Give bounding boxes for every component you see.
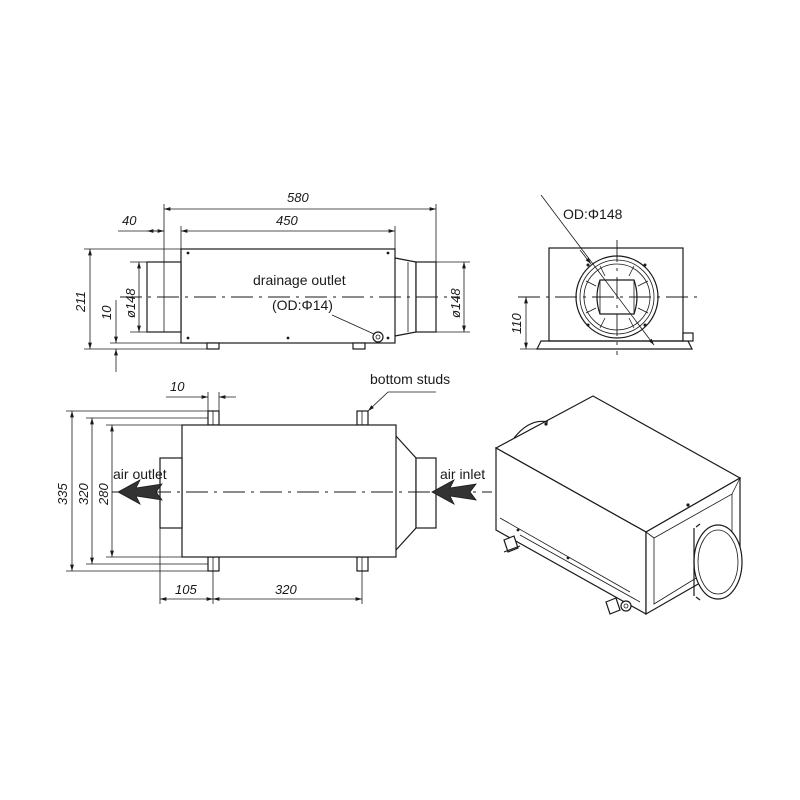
dim-105: 105 xyxy=(175,582,197,597)
dim-40: 40 xyxy=(122,213,137,228)
dim-right-diameter: ø148 xyxy=(448,288,463,318)
air-outlet-arrow-icon xyxy=(117,479,163,505)
dim-10-height: 10 xyxy=(99,305,114,320)
air-inlet-label: air inlet xyxy=(440,466,485,482)
iso-drain-outlet xyxy=(620,600,632,612)
iso-outlet-collar xyxy=(693,524,743,600)
isometric-view xyxy=(494,395,743,616)
dim-320-horizontal: 320 xyxy=(275,582,297,597)
dim-left-diameter: ø148 xyxy=(123,288,138,318)
dim-stud-width: 10 xyxy=(170,379,185,394)
drainage-outlet-od: (OD:Φ14) xyxy=(272,297,333,313)
dim-335: 335 xyxy=(55,483,70,505)
air-outlet-label: air outlet xyxy=(113,466,167,482)
bottom-studs-label: bottom studs xyxy=(370,371,450,387)
plan-body xyxy=(181,424,397,558)
plan-right-taper xyxy=(395,435,417,551)
plan-left-collar xyxy=(159,457,183,529)
dim-450: 450 xyxy=(276,213,298,228)
dim-320-vertical: 320 xyxy=(76,483,91,505)
fan-blades-icon xyxy=(585,265,649,329)
dim-211: 211 xyxy=(73,291,88,313)
iso-foot-right xyxy=(605,597,621,615)
drainage-outlet-label: drainage outlet xyxy=(253,272,346,288)
side-elevation-view: 580 450 40 211 10 ø148 ø148 drainage out… xyxy=(73,190,470,372)
end-od-label: OD:Φ148 xyxy=(563,206,623,222)
dim-580: 580 xyxy=(287,190,309,205)
drainage-outlet-icon xyxy=(372,331,384,343)
plan-view: air outlet air inlet 10 bottom studs 335… xyxy=(55,371,492,604)
air-inlet-arrow-icon xyxy=(431,479,477,505)
dim-110: 110 xyxy=(509,313,524,334)
dim-280: 280 xyxy=(96,483,111,506)
end-view: OD:Φ148 110 xyxy=(509,194,700,355)
